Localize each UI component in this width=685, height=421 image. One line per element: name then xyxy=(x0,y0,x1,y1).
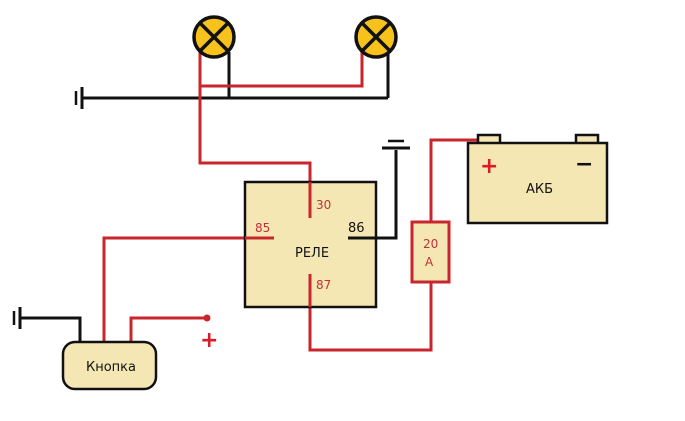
push-button: Кнопка xyxy=(61,340,158,391)
ground-icon xyxy=(382,139,410,150)
relay-85-wire xyxy=(102,236,274,345)
ground-icon xyxy=(74,87,84,109)
relay-87-wire xyxy=(308,274,433,352)
button-label: Кнопка xyxy=(86,360,136,375)
lamp-icon xyxy=(192,15,236,59)
relay: 30 85 86 87 РЕЛЕ xyxy=(243,180,378,309)
button-body xyxy=(61,340,158,391)
battery-plus-sign: + xyxy=(480,154,498,179)
supply-plus-sign: + xyxy=(200,328,218,353)
relay-pin-30: 30 xyxy=(316,198,331,212)
relay-pin-87: 87 xyxy=(316,278,331,292)
battery: + − АКБ xyxy=(466,133,609,225)
battery-body xyxy=(466,141,609,225)
relay-label: РЕЛЕ xyxy=(295,246,329,261)
supply-terminal xyxy=(203,314,211,322)
battery-label: АКБ xyxy=(526,182,553,197)
lamp-feed-wire xyxy=(198,52,364,88)
button-supply-wire xyxy=(129,316,207,345)
lamp-icon xyxy=(354,15,398,59)
fuse-value: 20 xyxy=(423,237,438,251)
battery-plus-wire xyxy=(429,138,489,222)
battery-minus-sign: − xyxy=(575,152,593,177)
relay-pin-86: 86 xyxy=(348,221,365,236)
fuse-body xyxy=(410,220,451,284)
relay-pin-85: 85 xyxy=(255,221,270,235)
button-ground-wire xyxy=(20,316,82,345)
fuse-unit: А xyxy=(425,255,434,269)
fuse: 20 А xyxy=(410,220,451,284)
ground-icon xyxy=(12,307,22,329)
